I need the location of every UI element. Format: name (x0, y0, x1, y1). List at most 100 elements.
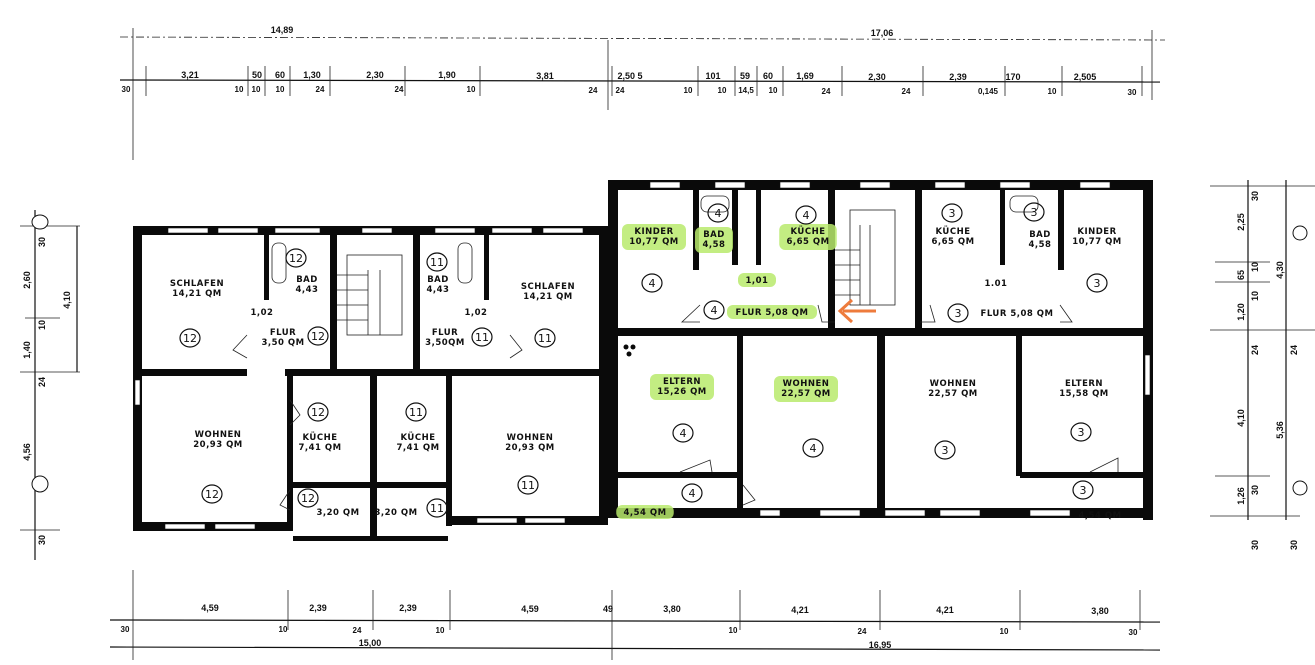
room-area: FLUR 5,08 QM (981, 309, 1054, 319)
apartment-marker-circle (285, 248, 307, 268)
dimension-label: 24 (395, 85, 404, 94)
room-area: 4,58 (703, 240, 726, 250)
apartment-number: 3 (955, 307, 962, 320)
apartment-marker-circle (672, 423, 694, 443)
room-name: WOHNEN (930, 379, 977, 389)
apartment-marker-circle (941, 203, 963, 223)
dimension-label: 3,21 (181, 70, 199, 80)
apartment-number: 4 (649, 277, 656, 290)
room-highlight (774, 376, 838, 402)
room-area: 4,54 QM (623, 508, 666, 518)
dimension-label: 4,10 (62, 291, 72, 309)
dimension-label: 24 (1250, 345, 1260, 355)
dimension-label: 10 (467, 85, 476, 94)
room-name: KÜCHE (401, 432, 436, 443)
room-highlight (622, 224, 686, 250)
room-name: KINDER (1077, 227, 1116, 237)
dimension-label: 24 (858, 627, 867, 636)
dimension-label: 4,56 (22, 443, 32, 461)
apartment-number: 4 (715, 207, 722, 220)
apartment-number: 11 (475, 331, 489, 344)
dimension-label: 30 (1250, 540, 1260, 550)
dimension-label: 4,59 (521, 604, 539, 614)
apartment-number: 3 (942, 444, 949, 457)
apartment-number: 12 (311, 406, 325, 419)
apartment-number: 11 (538, 332, 552, 345)
room-name: ELTERN (1065, 379, 1103, 389)
apartment-marker-circle (1086, 273, 1108, 293)
room-name: SCHLAFEN (521, 282, 575, 292)
dimension-label: 10 (37, 320, 47, 330)
dimension-label: 30 (1250, 191, 1260, 201)
dimension-label: 24 (316, 85, 325, 94)
dimension-label: 10 (436, 626, 445, 635)
dimension-label: 2,39 (949, 72, 967, 82)
room-area: 4,54 QM (1078, 511, 1121, 521)
room-name: BAD (1029, 230, 1051, 240)
dimension-label: 4,10 (1236, 409, 1246, 427)
dimension-label: 60 (275, 70, 285, 80)
dimension-label: 2,25 (1236, 213, 1246, 231)
apartment-number: 4 (711, 304, 718, 317)
room-highlight (727, 305, 817, 319)
apartment-marker-circle (307, 402, 329, 422)
room-area: FLUR 5,08 QM (736, 308, 809, 318)
dimension-label: 2,30 (366, 70, 384, 80)
room-area: 14,21 QM (523, 292, 573, 302)
dimension-label: 24 (589, 86, 598, 95)
dimension-label: 10 (684, 86, 693, 95)
apartment-marker-circle (405, 402, 427, 422)
room-highlight (650, 374, 714, 400)
room-area: 1,02 (251, 308, 274, 318)
room-area: 4,58 (1029, 240, 1052, 250)
dimension-label: 10 (252, 85, 261, 94)
dimension-label: 10 (729, 626, 738, 635)
room-name: KÜCHE (791, 226, 826, 237)
apartment-marker-circle (795, 205, 817, 225)
room-area: 1,02 (465, 308, 488, 318)
apartment-number: 12 (205, 488, 219, 501)
dimension-label: 3,80 (663, 604, 681, 614)
apartment-marker-circle (426, 252, 448, 272)
apartment-marker-circle (681, 483, 703, 503)
apartment-number: 4 (803, 209, 810, 222)
apartment-number: 11 (409, 406, 423, 419)
dimension-label: 1,20 (1236, 303, 1246, 321)
room-area: 3,50QM (425, 338, 465, 348)
apartment-number: 4 (680, 427, 687, 440)
room-name: SCHLAFEN (170, 279, 224, 289)
dimension-lines (20, 28, 1315, 660)
dimension-label: 24 (822, 87, 831, 96)
apartment-number: 4 (689, 487, 696, 500)
apartment-number: 12 (289, 252, 303, 265)
room-area: 10,77 QM (629, 237, 679, 247)
room-area: 3,20 QM (316, 508, 359, 518)
dimension-label: 170 (1005, 72, 1020, 82)
room-name: KÜCHE (303, 432, 338, 443)
room-area: 15,26 QM (657, 387, 707, 397)
dimension-label: 10 (718, 86, 727, 95)
apartment-number: 3 (949, 207, 956, 220)
dimension-label: 30 (121, 625, 130, 634)
dimension-label: 101 (705, 71, 720, 81)
dimension-label: 5,36 (1275, 421, 1285, 439)
room-highlights (616, 224, 838, 519)
apartment-number: 12 (311, 330, 325, 343)
dimension-label: 2,30 (868, 72, 886, 82)
dimension-label: 30 (1250, 485, 1260, 495)
dimension-label: 49 (603, 604, 613, 614)
dimension-label: 0,145 (978, 87, 999, 96)
apartment-marker-circle (947, 303, 969, 323)
arrow-left-icon (837, 298, 876, 324)
dimension-label: 10 (1250, 291, 1260, 301)
room-name: BAD (296, 275, 318, 285)
dimension-label: 1,90 (438, 70, 456, 80)
dimension-label: 10 (276, 85, 285, 94)
dimension-label: 2,39 (309, 603, 327, 613)
room-area: 15,58 QM (1059, 389, 1109, 399)
dimension-label: 16,95 (869, 640, 892, 650)
apartment-marker-circle (307, 326, 329, 346)
apartment-marker-circle (517, 475, 539, 495)
